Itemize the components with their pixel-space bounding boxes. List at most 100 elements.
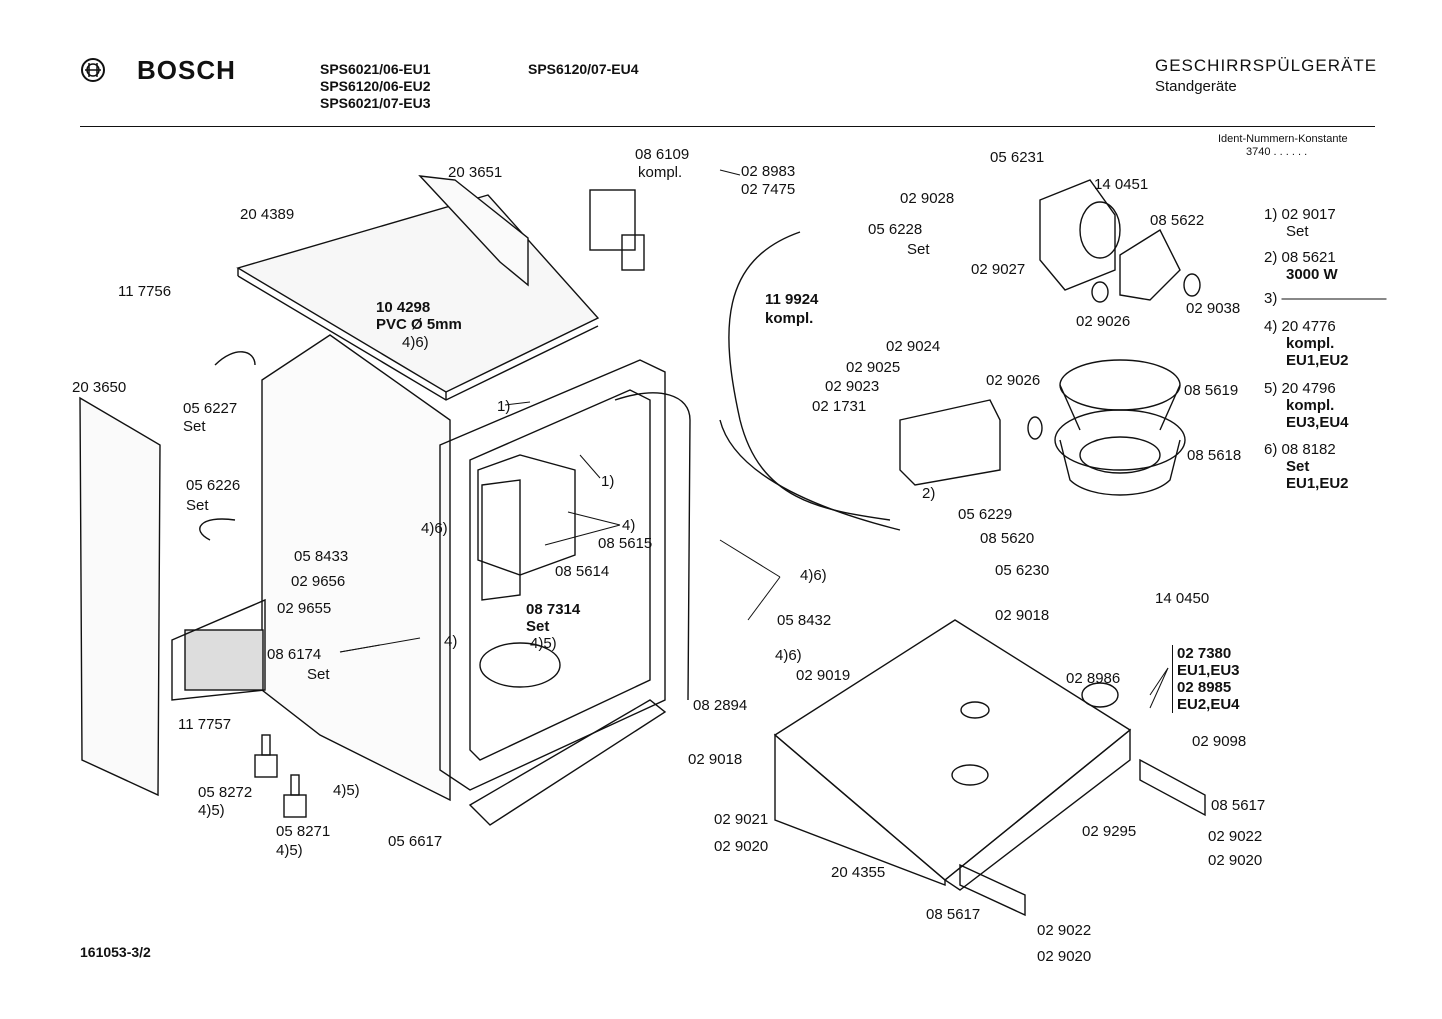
part-label: 11 7756 (118, 283, 172, 300)
ref-label: 4)6) (800, 567, 827, 584)
legend-value: 08 5621 (1281, 249, 1336, 266)
ref-label: 4)6) (421, 520, 448, 537)
part-label: 02 9656 (291, 573, 346, 590)
category-title: GESCHIRRSPÜLGERÄTE (1155, 56, 1378, 75)
legend-value: 20 4776 (1281, 318, 1336, 335)
legend-value: 3000 W (1286, 266, 1338, 283)
legend-key: 6) (1264, 441, 1278, 458)
part-label: 20 4389 (240, 206, 295, 223)
part-label: 05 6617 (388, 833, 443, 850)
part-label: Set (907, 241, 930, 258)
part-label: 11 9924 (765, 291, 819, 308)
brand-name: BOSCH (137, 55, 236, 85)
legend-key: 3) (1264, 290, 1278, 307)
part-label: 08 5622 (1150, 212, 1205, 229)
part-label: 02 9020 (714, 838, 769, 855)
part-label: 02 9295 (1082, 823, 1137, 840)
part-label: 02 9098 (1192, 733, 1247, 750)
part-label: 20 4355 (831, 864, 886, 881)
part-label: 08 5619 (1184, 382, 1239, 399)
header-divider (80, 126, 1375, 127)
legend-key: 4) (1264, 318, 1278, 335)
ref-label: 4)5) (530, 635, 557, 652)
part-label: 02 9020 (1208, 852, 1263, 869)
legend-value: EU1,EU2 (1286, 475, 1349, 492)
ref-label: 4) (444, 633, 458, 650)
part-label: kompl. (638, 164, 683, 181)
base-frame-shape (773, 619, 1132, 891)
part-label: 05 6230 (995, 562, 1050, 579)
legend-item-2: 2) 08 5621 3000 W (1264, 249, 1338, 283)
cabinet-wall-shape (261, 334, 451, 802)
ident-value: 3740 . . . . . . (1246, 146, 1308, 158)
part-label: 10 4298 (376, 299, 431, 316)
part-label: 05 6227 (183, 400, 238, 417)
motor-housing-shape (1039, 179, 1201, 303)
part-label: 08 7314 (526, 601, 581, 618)
legend-value: ——————— (1281, 290, 1387, 307)
legend-value: kompl. (1286, 335, 1335, 352)
float-shape (1081, 682, 1119, 708)
part-label: 05 6228 (868, 221, 923, 238)
part-label: Set (307, 666, 330, 683)
part-label: Set (526, 618, 550, 635)
bracket-shape (171, 598, 266, 701)
legend-key: 1) (1264, 206, 1278, 223)
part-label: 02 7380 (1177, 645, 1232, 662)
part-label: 20 3650 (72, 379, 127, 396)
part-label: 02 8985 (1177, 679, 1232, 696)
part-label: 02 9038 (1186, 300, 1241, 317)
legend-item-6: 6) 08 8182 Set EU1,EU2 (1264, 441, 1349, 492)
bosch-logo-icon (81, 58, 105, 82)
part-label: EU1,EU3 (1177, 662, 1240, 679)
part-label: 02 9027 (971, 261, 1026, 278)
part-label: 08 5614 (555, 563, 610, 580)
hose-shape (214, 351, 256, 366)
left-side-panel-shape (79, 396, 161, 797)
ref-label: 4)5) (276, 842, 303, 859)
legend-value: 02 9017 (1281, 206, 1336, 223)
ref-label: 4) (622, 517, 636, 534)
part-label: 02 9023 (825, 378, 880, 395)
part-label: kompl. (765, 310, 814, 327)
part-label: 20 3651 (448, 164, 503, 181)
inlet-hose-shape (728, 231, 891, 521)
foot-shape (959, 863, 1026, 917)
door-gasket-shape (614, 392, 691, 701)
legend-item-3: 3) ——————— (1264, 290, 1387, 307)
part-label: PVC Ø 5mm (376, 316, 462, 333)
part-label: 02 9028 (900, 190, 955, 207)
part-label: 08 5617 (926, 906, 981, 923)
insulation-block-shape (184, 629, 264, 691)
legend-value: kompl. (1286, 397, 1335, 414)
legend-value: 20 4796 (1281, 380, 1336, 397)
ref-label: 2) (922, 485, 936, 502)
part-label: 05 6231 (990, 149, 1045, 166)
variant-label-group: 02 7380 EU1,EU3 02 8985 EU2,EU4 (1172, 645, 1240, 713)
legend-item-1: 1) 02 9017 Set (1264, 206, 1336, 240)
softener-shape (589, 189, 645, 271)
part-label: 02 9022 (1208, 828, 1263, 845)
part-label: 02 9026 (986, 372, 1041, 389)
part-label: 02 9018 (995, 607, 1050, 624)
document-number: 161053-3/2 (80, 944, 151, 960)
legend-item-4: 4) 20 4776 kompl. EU1,EU2 (1264, 318, 1349, 369)
part-label: Set (183, 418, 206, 435)
part-label: 05 8432 (777, 612, 832, 629)
model-number: SPS6120/07-EU4 (528, 61, 639, 77)
ident-label: Ident-Nummern-Konstante (1218, 133, 1348, 145)
part-label: 08 5615 (598, 535, 653, 552)
part-label: 02 9021 (714, 811, 769, 828)
part-label: 05 6229 (958, 506, 1013, 523)
heater-shape (899, 399, 1043, 486)
ref-label: 4)5) (198, 802, 225, 819)
part-label: 08 6174 (267, 646, 322, 663)
kick-plate-shape (468, 699, 667, 826)
tub-frame-shape (439, 359, 666, 791)
part-label: 02 9025 (846, 359, 901, 376)
part-label: 08 5620 (980, 530, 1035, 547)
legend-key: 5) (1264, 380, 1278, 397)
part-label: 14 0450 (1155, 590, 1210, 607)
pressure-switch-shape (254, 734, 307, 818)
